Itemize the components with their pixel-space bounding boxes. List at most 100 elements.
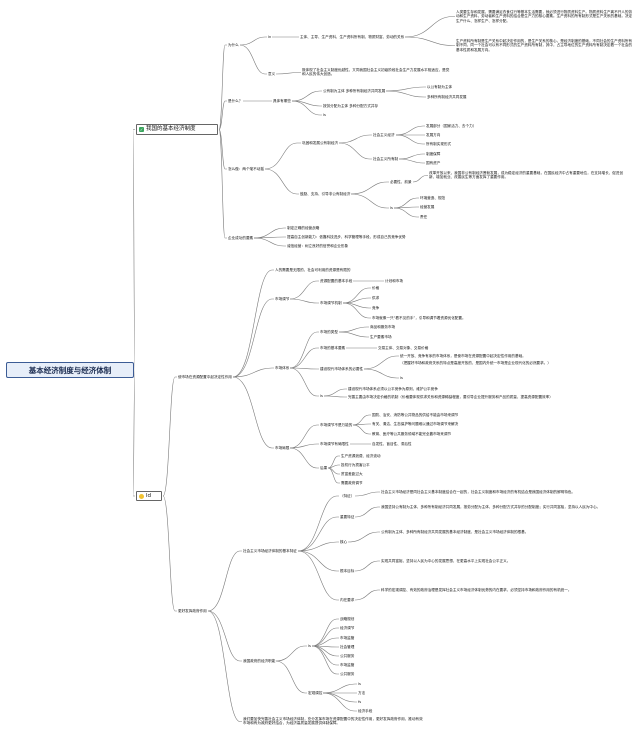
node-ssh3: 贫富差距过大 [341, 472, 363, 476]
node-tx[interactable]: 市场体系 [275, 366, 290, 370]
connector [239, 44, 267, 75]
node-f4-text: 实现共同富裕，坚持以人民为中心的发展思想，在更高水平上实现社会公平正义。 [381, 559, 511, 563]
node-meaning-text: 既体现了社会主义制度优越性，又同我国社会主义初级阶段社会生产力发展水平相适应，是… [302, 68, 450, 77]
connector [311, 618, 339, 647]
node-f1: （特征） [340, 494, 355, 498]
node-func-a4: 社会管理 [340, 645, 355, 649]
connector [289, 367, 319, 397]
node-h2a-text: 改革开放以来，我国非公有制经济蓬勃发展，成为稳定经济的重要基础，在国民经济中占有… [429, 171, 624, 180]
node-func-a6: 市场监管 [340, 663, 355, 667]
connector [350, 193, 389, 209]
branch-basic-system-label: 我国的基本经济制度 [146, 126, 196, 132]
connector [207, 610, 242, 662]
node-tx4b: 完善主要由市场决定价格的机制（价格要体现供求关系和资源稀缺程度，要引导企业提升服… [348, 395, 553, 399]
node-f3-text: 公有制为主体、多种所有制经济共同发展的基本经济制度，是社会主义市场经济体制的根基… [381, 530, 529, 534]
connector [322, 683, 357, 694]
root-node[interactable]: 基本经济制度与经济体制 [6, 362, 134, 378]
connector [347, 531, 380, 543]
node-jd[interactable]: 市场调节 [275, 297, 290, 301]
node-func-b3: fs [358, 700, 362, 704]
node-h1a1: 发展部分（国家活力、去个力） [426, 124, 477, 128]
node-meaning[interactable]: 意义 [268, 72, 276, 76]
branch-economic-system-label: ld [146, 492, 152, 499]
connector [275, 645, 307, 662]
node-f4: 根本目标 [340, 569, 355, 573]
connector [338, 142, 372, 160]
branch-economic-system[interactable]: ld [136, 491, 162, 501]
node-s2: 提高自主创新能力：依靠科技进步、科学管理等手段，形成自己的竞争优势 [287, 235, 406, 239]
node-jx1a: 国防、治安、消防等公共物品的供给不能由市场来调节 [372, 413, 459, 417]
connector [275, 72, 301, 75]
node-jx1: 市场调节不是万能的 [320, 423, 353, 427]
note-ln-1: 人类要生存和发展，需要满足衣食住行等基本生活需要，就必须进行物质资料生产。物质资… [456, 10, 633, 23]
node-jx[interactable]: 市场局限 [275, 446, 290, 450]
node-h2b1: 环境营造、规范 [420, 196, 446, 200]
node-content[interactable]: 具体有哪些 [273, 99, 291, 103]
connector [395, 134, 425, 145]
node-h1[interactable]: 巩固和发展公有制经济 [302, 141, 338, 145]
node-success[interactable]: 企业成功的要素 [228, 236, 254, 240]
connector [239, 36, 267, 46]
connector [338, 326, 369, 333]
branch-basic-system[interactable]: ✓ 我国的基本经济制度 [136, 124, 218, 135]
node-tx1b: 生产要素市场 [370, 335, 392, 339]
node-why[interactable]: 为什么 [228, 43, 239, 47]
node-func-b1: ls [358, 682, 361, 686]
connector [393, 207, 419, 218]
connector [338, 134, 372, 144]
node-ln[interactable]: ln [268, 35, 272, 39]
node-gov-role[interactable]: 更好发挥政府作用 [178, 609, 207, 613]
node-func-a7: 公共服务 [340, 672, 355, 676]
node-tx3: 建设现代市场体系的必要性 [320, 367, 364, 371]
connector [232, 298, 274, 378]
connector [132, 369, 136, 497]
connector [162, 495, 177, 612]
connector [352, 414, 371, 426]
connector [385, 90, 426, 98]
node-market-role[interactable]: 使市场在资源配置中起决定性作用 [178, 375, 232, 379]
connector [354, 560, 380, 572]
node-ssh4: 需要政府调节 [341, 481, 363, 485]
connector [253, 237, 286, 247]
node-tx4a: 建设现代市场体系必须以公平竞争为原则，维护公平竞争 [348, 387, 438, 391]
node-s1: 制定正确的经营战略 [287, 226, 320, 230]
connector [342, 297, 371, 304]
node-ln-items: 主体、主导、生产资料、生产资料所有制、物质财富、劳动的关系 [300, 35, 405, 39]
node-how[interactable]: 怎么做：两个毫不动摇 [228, 167, 264, 171]
connector [352, 424, 371, 435]
node-f2: 重要特征 [340, 515, 355, 519]
node-jd-b4: 市场就像一只“看不见的手”，引导和调节着资源优化配置。 [372, 316, 466, 320]
node-tx3b: （把握好市场和政府关系的特点是高度开放的，是国内外统一市场是企业现代化的必然要求… [400, 361, 551, 365]
node-func-a3: 市场监管 [340, 636, 355, 640]
node-jd-b: 市场调节机制 [320, 301, 342, 305]
node-h1a: 社会主义经济 [373, 133, 395, 137]
connector [291, 90, 322, 102]
connector [297, 516, 339, 552]
node-tx2a: 交易主体、交易对象、交易价格 [378, 346, 429, 350]
connector [311, 645, 339, 657]
connector [398, 153, 425, 160]
connector [289, 347, 319, 369]
connector [311, 645, 339, 648]
connector [395, 125, 425, 136]
connector [323, 388, 347, 397]
connector [291, 100, 322, 116]
node-what[interactable]: 是什么？ [228, 99, 243, 103]
node-func-b2: 方法 [358, 691, 366, 695]
node-combine[interactable]: 社会主义市场经济体制的基本特征 [243, 549, 297, 553]
connector [398, 158, 425, 164]
node-h2[interactable]: 鼓励、支持、引导非公有制经济 [300, 192, 351, 196]
node-func[interactable]: 我国政府的经济职能 [243, 659, 276, 663]
connector [327, 464, 340, 469]
node-h2a: 必要性、前景 [390, 180, 412, 184]
connector [218, 44, 227, 130]
connector [404, 36, 455, 46]
connector [363, 368, 399, 379]
connector [289, 443, 319, 449]
connector [393, 197, 419, 209]
node-func-b: 宏观调控 [308, 691, 323, 695]
node-ssh2: 投机行为损害公平 [341, 463, 370, 467]
node-func-a1: 战略规划 [340, 617, 355, 621]
node-func-a5: 公共服务 [340, 654, 355, 658]
